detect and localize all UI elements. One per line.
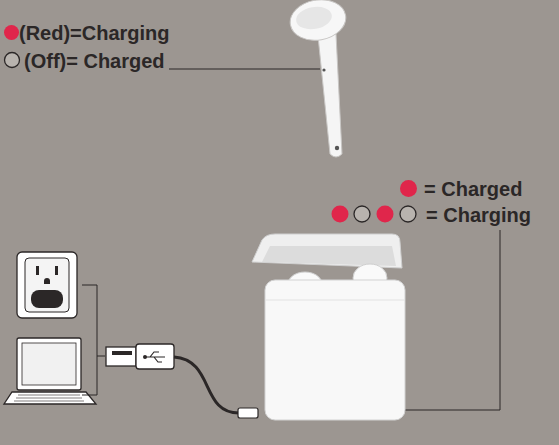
legend-text: (Off)= Charged	[24, 51, 165, 71]
wall-outlet	[17, 252, 77, 318]
leader-line	[169, 69, 320, 70]
laptop	[4, 338, 96, 404]
leader-line	[402, 230, 500, 410]
earbud	[287, 0, 349, 157]
charging-case	[252, 234, 405, 420]
legend-text: = Charged	[424, 179, 522, 199]
bracket	[82, 285, 97, 395]
usb-cable	[106, 344, 258, 418]
blink-sequence	[332, 206, 417, 223]
off-indicator	[5, 53, 20, 68]
legend-text: = Charging	[426, 205, 531, 225]
legend-swatch	[400, 180, 417, 197]
legend-text: (Red)=Charging	[19, 23, 170, 43]
bracket	[97, 356, 105, 357]
legend-swatch	[4, 25, 19, 40]
